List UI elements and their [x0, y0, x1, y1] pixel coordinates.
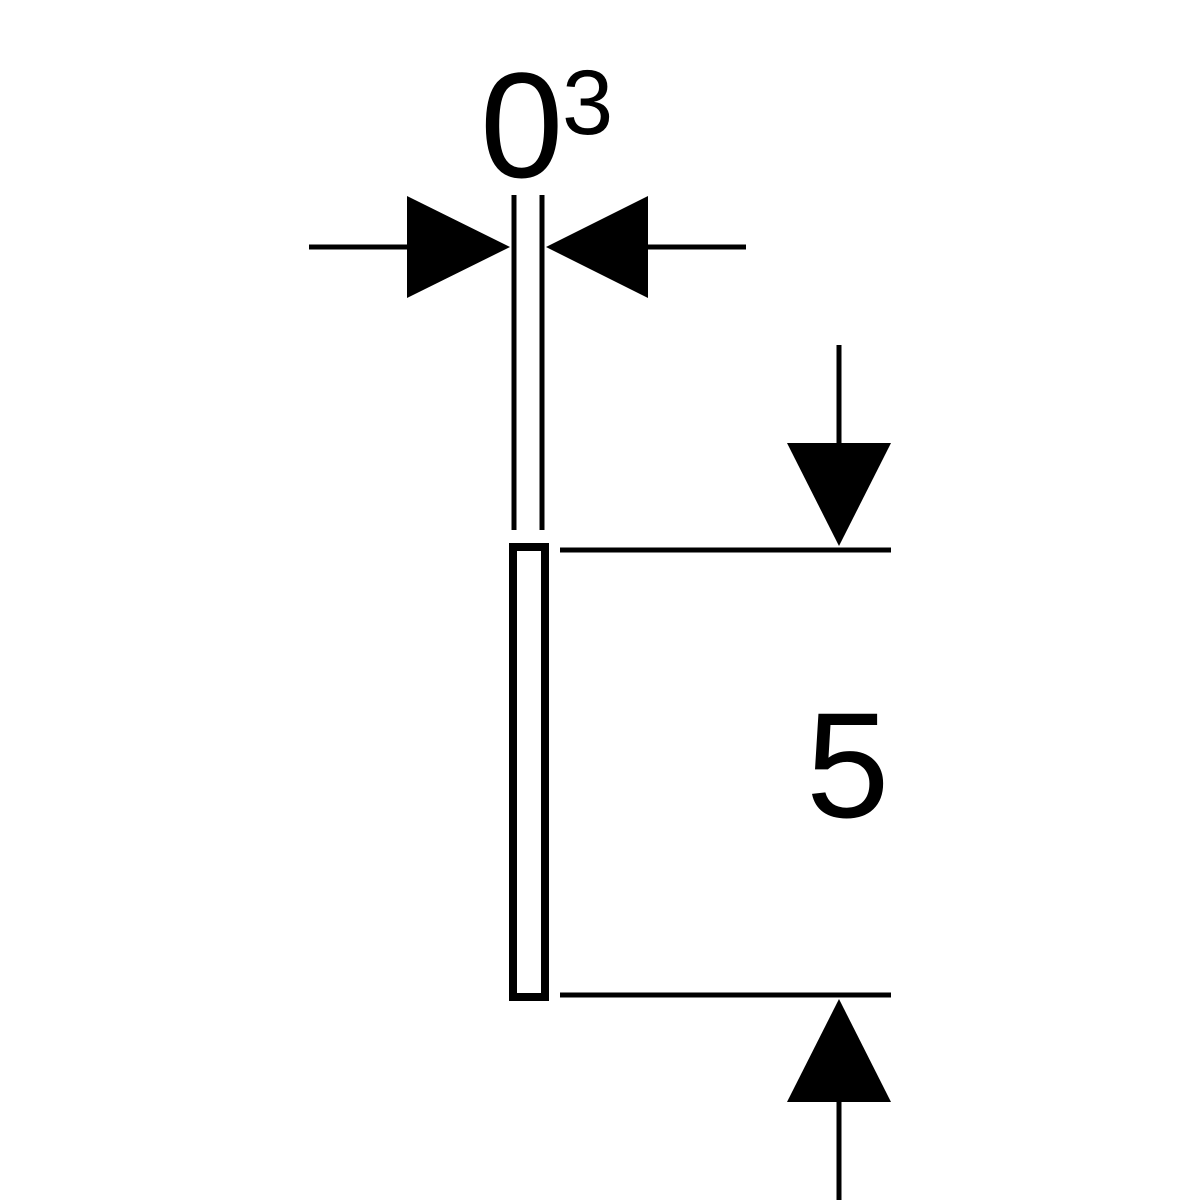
height-arrowhead-top — [787, 443, 891, 546]
width-dimension: 0 3 — [309, 41, 746, 530]
height-dimension-value: 5 — [806, 681, 889, 849]
height-dimension: 5 — [560, 345, 891, 1200]
width-arrowhead-left — [407, 196, 510, 298]
width-dimension-value: 0 — [480, 41, 563, 209]
width-arrowhead-right — [546, 196, 648, 298]
height-arrowhead-bottom — [787, 999, 891, 1102]
part-outline — [509, 543, 549, 1001]
width-dimension-superscript: 3 — [562, 52, 613, 154]
